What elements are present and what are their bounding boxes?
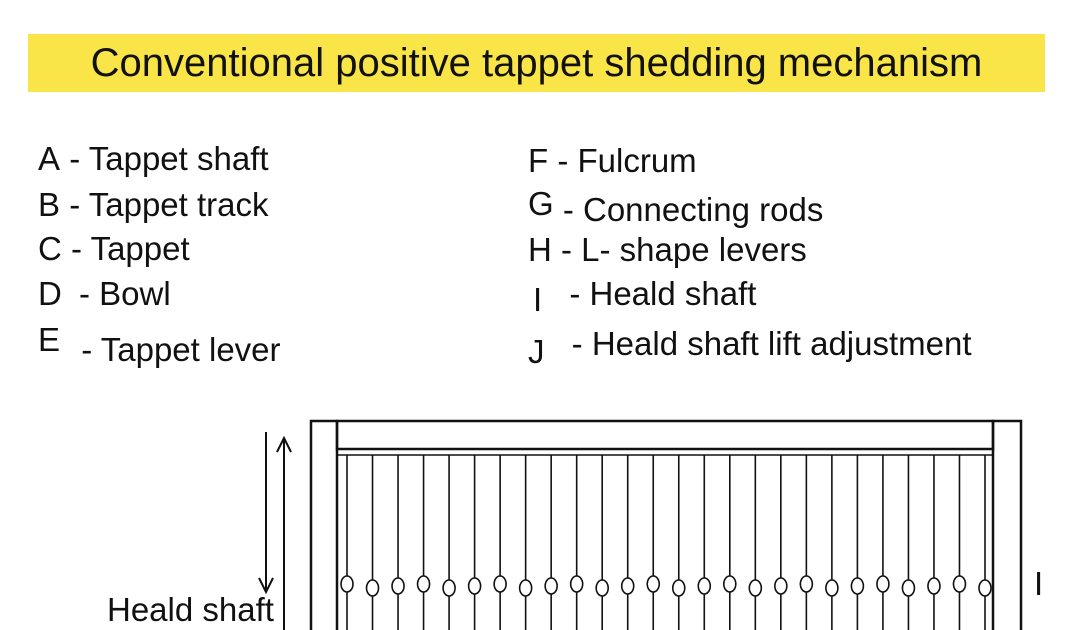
legend-text: - Heald shaft lift adjustment (571, 325, 972, 362)
heald-eye (697, 577, 712, 595)
legend-item-g: G - Connecting rods (528, 185, 823, 228)
heald-eye (671, 579, 686, 597)
heald-eye (927, 577, 941, 595)
legend-text: - Connecting rods (562, 191, 824, 228)
legend-letter: G (528, 185, 554, 222)
legend-letter: E (38, 321, 61, 358)
legend-text: - Tappet shaft (69, 140, 269, 177)
legend-item-f: F - Fulcrum (528, 143, 697, 179)
heald-eye (620, 577, 635, 595)
lift-arrow (258, 432, 292, 630)
legend-letter: H (528, 231, 552, 268)
heald-eye (646, 575, 661, 593)
legend-item-i: I - Heald shaft (533, 275, 757, 318)
heald-eye (952, 575, 967, 593)
heald-eye (442, 579, 456, 597)
title-banner: Conventional positive tappet shedding me… (28, 34, 1045, 92)
heald-eye (467, 577, 482, 595)
heald-eye (774, 577, 788, 595)
heald-eye (391, 577, 405, 595)
legend-item-b: B - Tappet track (38, 187, 269, 223)
part-marker-i: I (1034, 565, 1044, 602)
heald-eye (365, 579, 380, 597)
legend-letter: D (38, 275, 62, 312)
legend-letter: B (38, 186, 61, 223)
heald-shaft-label: Heald shaft (107, 591, 274, 628)
heald-eye (876, 575, 890, 593)
heald-eye (825, 579, 839, 597)
legend-text: - Tappet (71, 230, 190, 267)
legend-letter: I (533, 281, 543, 318)
legend-letter: A (38, 140, 61, 177)
heald-eye (978, 579, 992, 597)
legend-letter: J (528, 333, 545, 370)
legend-text: - Fulcrum (557, 142, 697, 179)
legend-text: - Bowl (79, 275, 171, 312)
legend-item-a: A - Tappet shaft (38, 141, 269, 177)
heald-eye (595, 579, 610, 597)
legend-text: - Tappet lever (81, 331, 281, 368)
heald-frame-top-rail (335, 419, 995, 451)
legend-letter: F (528, 142, 549, 179)
legend-item-e: E - Tappet lever (38, 321, 281, 368)
heald-eye (518, 579, 533, 597)
legend-item-h: H - L- shape levers (528, 232, 807, 268)
heald-eye (748, 579, 763, 597)
legend-item-j: J - Heald shaft lift adjustment (528, 325, 972, 370)
heald-eye (416, 575, 431, 593)
legend-text: - L- shape levers (561, 231, 807, 268)
heald-eye (722, 575, 737, 593)
heald-frame-right-side (991, 419, 1023, 630)
heald-frame-left-side (309, 419, 339, 630)
heald-eye (569, 575, 584, 593)
heald-wires (340, 455, 992, 630)
legend-text: - Heald shaft (569, 275, 757, 312)
heald-eye (850, 577, 865, 595)
legend-item-d: D - Bowl (38, 276, 171, 312)
page-title: Conventional positive tappet shedding me… (90, 41, 983, 85)
legend-letter: C (38, 230, 62, 267)
heald-eye (493, 575, 507, 593)
legend-text: - Tappet track (69, 186, 269, 223)
legend-item-c: C - Tappet (38, 231, 190, 267)
heald-eye (340, 575, 354, 593)
heald-eye (901, 579, 916, 597)
heald-eye (544, 577, 558, 595)
heald-eye (799, 575, 814, 593)
